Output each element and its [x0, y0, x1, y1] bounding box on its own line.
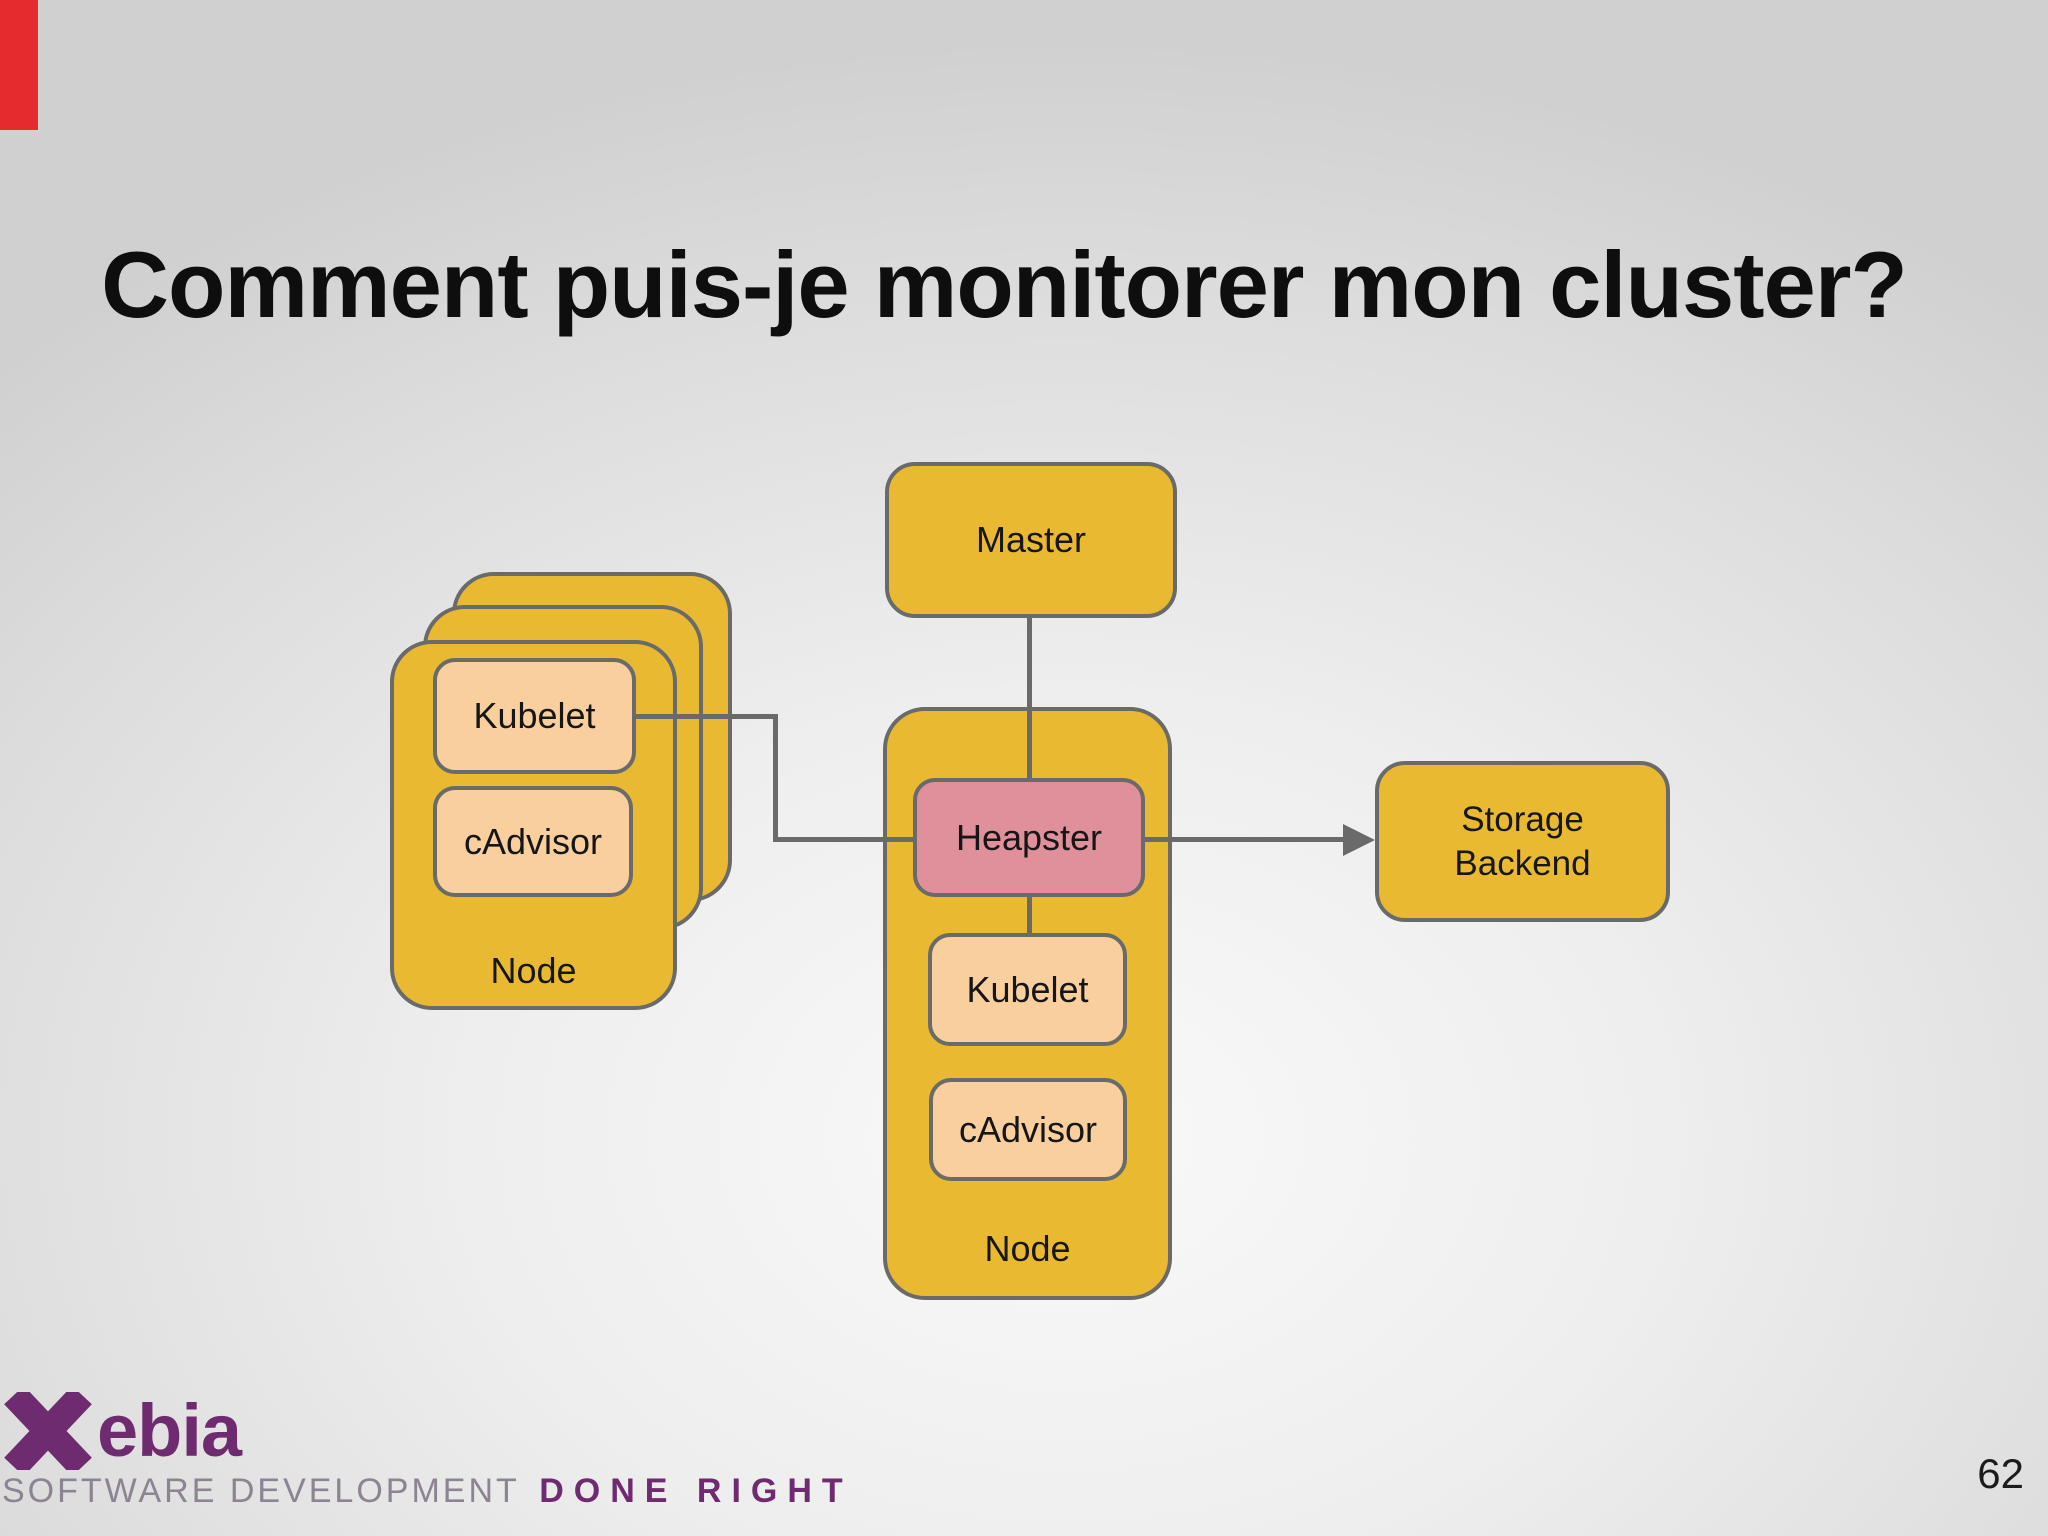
tagline-purple-text: DONE RIGHT [539, 1472, 853, 1510]
connector-kubelet-horizontal [634, 714, 778, 719]
connector-heapster-kubelet [1027, 895, 1032, 935]
left-cadvisor-box: cAdvisor [433, 786, 633, 897]
storage-backend-label: Storage Backend [1454, 799, 1591, 883]
connector-heapster-storage [1143, 837, 1343, 842]
center-node-label: Node [984, 1228, 1071, 1269]
left-kubelet-box: Kubelet [433, 658, 636, 774]
heapster-box: Heapster [913, 778, 1145, 897]
connector-into-heapster [773, 837, 915, 842]
storage-backend-box: Storage Backend [1375, 761, 1670, 922]
xebia-logo-text: ebia [97, 1389, 242, 1472]
connector-bend-vertical [773, 714, 778, 841]
tagline-gray-text: SOFTWARE DEVELOPMENT [2, 1472, 520, 1510]
xebia-x-icon [4, 1392, 92, 1470]
left-node-label: Node [490, 950, 577, 991]
arrowhead-icon [1343, 824, 1375, 856]
slide-title: Comment puis-je monitorer mon cluster? [101, 231, 1908, 337]
center-kubelet-box: Kubelet [928, 933, 1127, 1046]
connector-master-heapster [1027, 618, 1032, 782]
footer-tagline: SOFTWARE DEVELOPMENT DONE RIGHT [2, 1472, 853, 1511]
page-number: 62 [1977, 1450, 2024, 1497]
master-box: Master [885, 462, 1177, 618]
center-cadvisor-box: cAdvisor [929, 1078, 1127, 1181]
red-accent-bar [0, 0, 38, 130]
